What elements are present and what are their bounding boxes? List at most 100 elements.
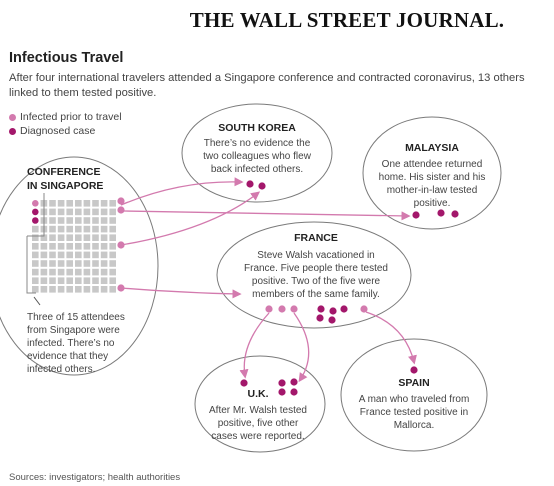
attendee-square (40, 286, 48, 293)
uk-case-4 (278, 388, 286, 396)
attendee-square (100, 234, 108, 241)
traveler-2 (117, 206, 125, 214)
attendee-square (66, 243, 73, 250)
france-case-4 (316, 314, 324, 322)
attendee-square (100, 260, 108, 267)
attendee-square (92, 234, 99, 241)
attendee-square (75, 277, 82, 284)
attendee-square (66, 277, 73, 284)
attendee-square (92, 277, 99, 284)
attendee-square (75, 217, 82, 224)
malaysia-case-3 (451, 210, 459, 218)
attendee-square (100, 243, 108, 250)
attendee-square (75, 208, 82, 216)
attendee-square (66, 200, 73, 207)
france-line-2: France. Five people there tested (244, 263, 388, 274)
attendee-square (32, 243, 39, 250)
attendee-square (49, 277, 56, 284)
attendee-square (109, 225, 116, 233)
attendee-square (100, 225, 108, 233)
singapore-bracket (26, 236, 36, 294)
attendee-square (92, 200, 99, 207)
south-korea-line-3: back infected others. (211, 164, 303, 175)
attendee-square (75, 200, 82, 207)
traveler-1 (117, 197, 125, 205)
south-korea-line-2: two colleagues who flew (203, 151, 312, 162)
malaysia-bubble (362, 116, 502, 230)
legend-label-infected-prior: Infected prior to travel (20, 111, 122, 123)
south-korea-title: SOUTH KOREA (218, 122, 296, 134)
attendee-square (32, 268, 39, 276)
spain-title: SPAIN (398, 377, 429, 389)
attendee-square (57, 234, 65, 241)
south-korea-line-1: There’s no evidence the (204, 138, 311, 149)
attendee-square (57, 200, 65, 207)
attendee-square (92, 225, 99, 233)
france-case-5 (328, 316, 336, 324)
legend: Infected prior to travel Diagnosed case (9, 110, 122, 138)
malaysia-line-2: home. His sister and his (379, 172, 486, 183)
legend-swatch-infected-prior (9, 113, 16, 121)
attendee-square (49, 268, 56, 276)
legend-item-diagnosed: Diagnosed case (9, 124, 122, 138)
conference-note-line-3: infected. There’s no (27, 338, 115, 349)
attendee-square (92, 217, 99, 224)
conference-note-line-5: infected others. (27, 364, 95, 375)
attendee-square (100, 251, 108, 259)
spain-line-3: Mallorca. (394, 420, 435, 431)
spain-case-1 (410, 366, 418, 374)
attendee-square (83, 260, 91, 267)
attendee-square (32, 234, 39, 241)
attendee-square (40, 268, 48, 276)
legend-swatch-diagnosed (9, 127, 16, 135)
attendee-square (49, 243, 56, 250)
attendee-square (75, 286, 82, 293)
uk-line-3: cases were reported. (211, 431, 304, 442)
masthead: THE WALL STREET JOURNAL. (0, 8, 554, 33)
connector-arrows (120, 177, 417, 383)
attendee-square (49, 234, 56, 241)
attendee-square (32, 225, 39, 233)
conference-title-line-1: CONFERENCE (27, 166, 101, 178)
attendee-square (109, 234, 116, 241)
attendee-diagnosed (32, 217, 39, 224)
source-note: Sources: investigators; health authoriti… (9, 472, 181, 483)
arrow-to-south-korea (120, 177, 244, 206)
attendee-grid (32, 197, 125, 293)
attendee-square (49, 286, 56, 293)
south-korea-bubble (181, 103, 333, 203)
attendee-square (40, 234, 48, 241)
france-case-1 (317, 305, 325, 313)
attendee-square (83, 225, 91, 233)
graphic-subtitle: After four international travelers atten… (9, 72, 525, 99)
attendee-square (100, 277, 108, 284)
arrow-to-uk-1 (239, 312, 270, 379)
attendee-square (109, 277, 116, 284)
bracket-pointer (33, 296, 41, 306)
attendee-square (57, 277, 65, 284)
malaysia-case-2 (437, 209, 445, 217)
uk-case-1 (240, 379, 248, 387)
arrow-to-uk-2 (293, 312, 310, 383)
arrow-to-spain (365, 311, 417, 365)
singapore-bracket-top (27, 193, 45, 237)
attendee-square (57, 243, 65, 250)
attendee-square (109, 208, 116, 216)
attendee-square (92, 286, 99, 293)
attendee-square (100, 217, 108, 224)
uk-case-5 (290, 388, 298, 396)
attendee-square (66, 217, 73, 224)
france-line-1: Steve Walsh vacationed in (257, 250, 374, 261)
conference-note-line-1: Three of 15 attendees (27, 312, 125, 323)
attendee-square (92, 243, 99, 250)
attendee-square (75, 251, 82, 259)
attendee-square (75, 243, 82, 250)
attendee-square (92, 260, 99, 267)
attendee-square (83, 234, 91, 241)
attendee-square (57, 268, 65, 276)
attendee-square (100, 268, 108, 276)
attendee-square (83, 217, 91, 224)
attendee-square (49, 260, 56, 267)
france-case-3 (340, 305, 348, 313)
